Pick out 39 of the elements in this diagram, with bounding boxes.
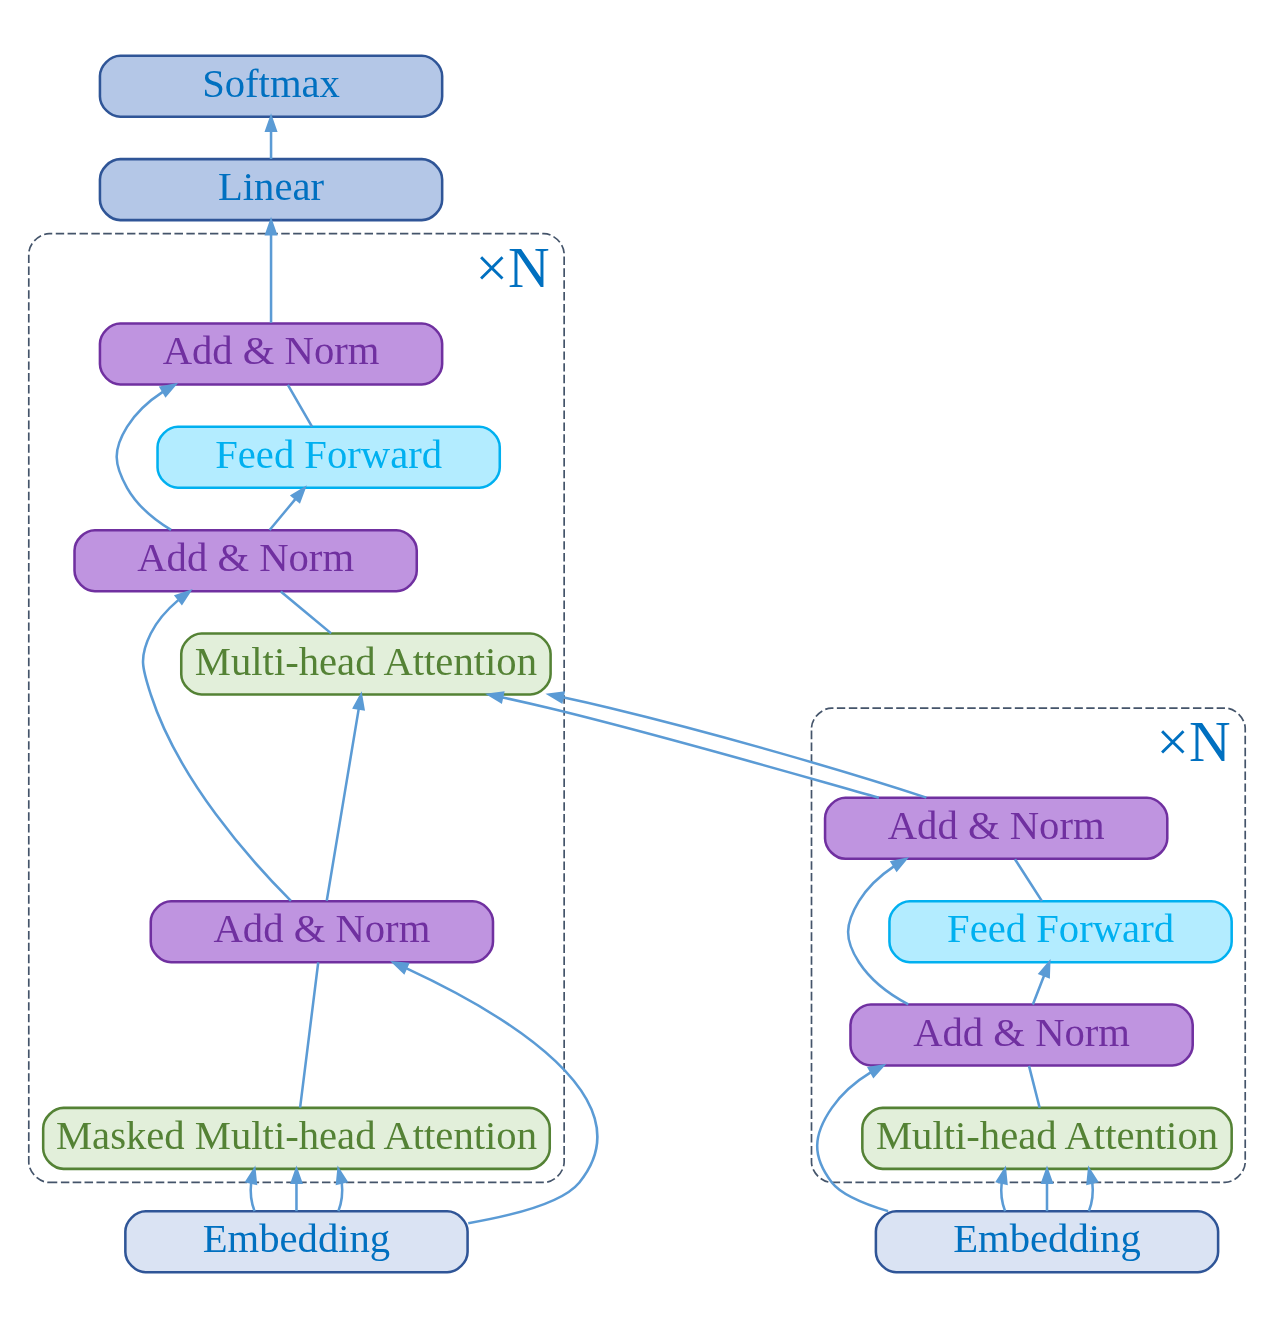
node-box: Add & Norm (73, 528, 418, 592)
arrow (264, 216, 278, 323)
arrow (485, 690, 880, 799)
node-label: ×N (1156, 709, 1231, 773)
node-box: Add & Norm (823, 796, 1169, 860)
connector (286, 383, 314, 427)
arrow (264, 112, 278, 159)
connector (279, 590, 332, 634)
arrow (545, 690, 927, 799)
node-box: Add & Norm (149, 899, 495, 963)
arrow (390, 960, 599, 1224)
node-box: Embedding (874, 1209, 1220, 1273)
node-box: Linear (98, 157, 444, 221)
arrow (325, 690, 366, 901)
node-box: Add & Norm (849, 1002, 1194, 1067)
arrow (1086, 1165, 1099, 1212)
arrow (995, 1165, 1008, 1212)
arrow (1031, 958, 1051, 1005)
connector (1013, 858, 1043, 902)
node-label: ×N (475, 235, 550, 299)
connector (298, 961, 320, 1108)
node-box: Multi-head Attention (861, 1106, 1233, 1170)
node-box: Add & Norm (98, 321, 444, 386)
arrow (244, 1165, 258, 1212)
node-box: Feed Forward (888, 899, 1233, 963)
node-box: Masked Multi-head Attention (41, 1106, 551, 1170)
node-box: Feed Forward (156, 425, 502, 489)
arrow (846, 856, 910, 1005)
arrow (115, 382, 179, 531)
node-box: Multi-head Attention (180, 631, 552, 696)
arrow (141, 588, 292, 902)
node-box: Embedding (124, 1209, 469, 1273)
arrow (335, 1165, 349, 1212)
arrow (1040, 1164, 1054, 1211)
arrow (268, 484, 307, 531)
node-box: Softmax (98, 54, 444, 118)
connector (1027, 1065, 1041, 1108)
arrow (289, 1164, 303, 1211)
arrow (815, 1063, 889, 1212)
